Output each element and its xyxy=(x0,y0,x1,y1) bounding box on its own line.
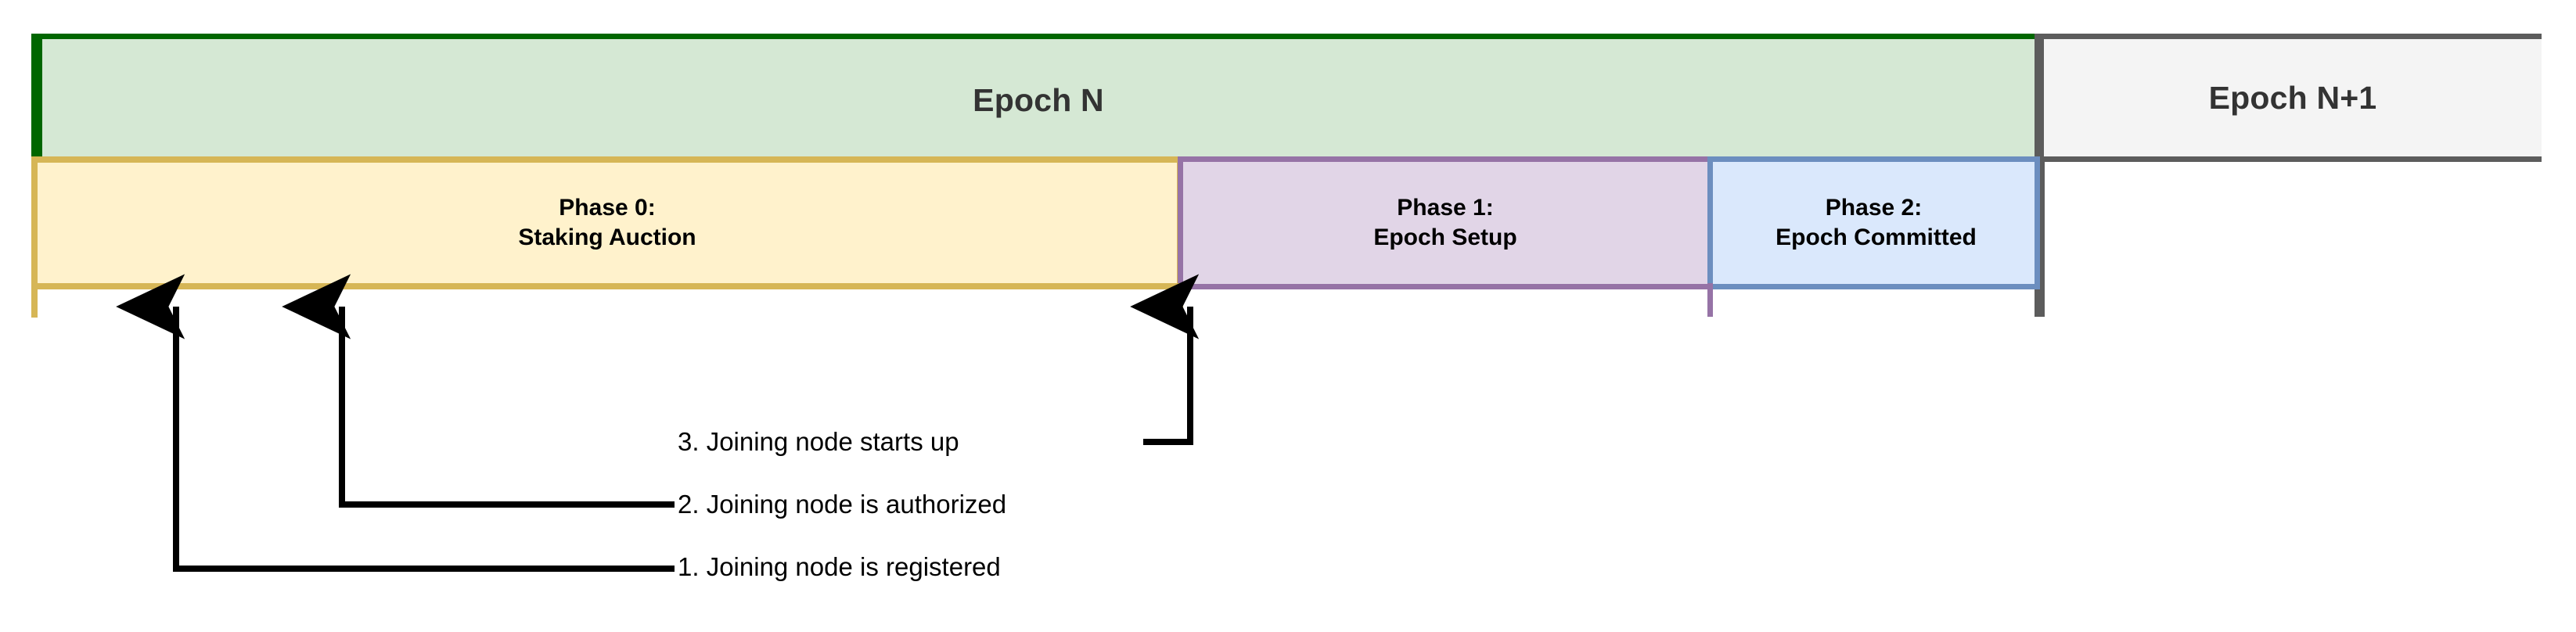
phase-0-left-stub xyxy=(31,283,38,318)
connector-annotation-3 xyxy=(1130,274,1200,445)
phase-1-right-stub xyxy=(1707,283,1713,317)
epoch-n-plus-1-box: Epoch N+1 xyxy=(2044,34,2542,162)
phase-1-subtitle: Epoch Setup xyxy=(1373,224,1517,250)
epoch-n-plus-1-label: Epoch N+1 xyxy=(2208,79,2377,116)
phase-2-subtitle: Epoch Committed xyxy=(1775,224,1977,250)
phase-0-title: Phase 0: xyxy=(559,194,656,221)
connector-annotation-2 xyxy=(282,274,675,508)
phase-2-box: Phase 2: Epoch Committed xyxy=(1707,156,2040,289)
phase-0-right-stub xyxy=(1177,283,1183,316)
annotation-label-2: 2. Joining node is authorized xyxy=(678,490,1007,519)
annotation-label-3: 3. Joining node starts up xyxy=(678,427,959,456)
connector-annotation-1 xyxy=(116,274,675,572)
phase-2-title: Phase 2: xyxy=(1825,194,1923,221)
phase-1-title: Phase 1: xyxy=(1397,194,1494,221)
phase-1-box: Phase 1: Epoch Setup xyxy=(1178,156,1713,289)
phase-0-box: Phase 0: Staking Auction xyxy=(31,156,1183,289)
epoch-n-box: Epoch N xyxy=(31,34,2035,162)
epoch-n-label: Epoch N xyxy=(973,82,1104,118)
phase-0-subtitle: Staking Auction xyxy=(518,224,696,250)
annotation-label-1: 1. Joining node is registered xyxy=(678,552,1001,581)
